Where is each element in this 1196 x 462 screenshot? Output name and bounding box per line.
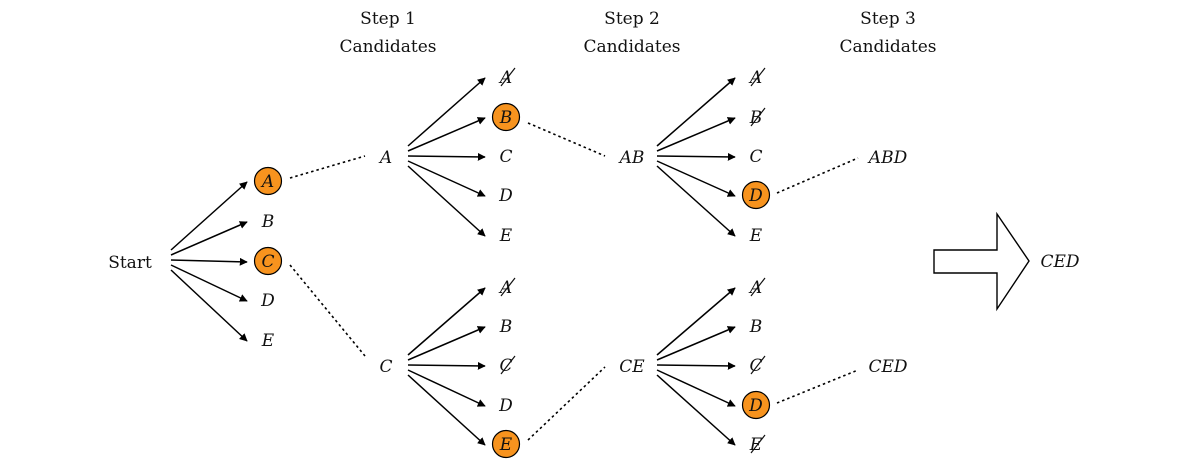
candidate-d: D [260,291,275,311]
edge-to-e [407,374,486,446]
start-label: Start [108,253,152,273]
prefix-ab-label: AB [618,148,645,168]
candidate-a: A [748,68,762,88]
edge-to-a [407,287,486,356]
strike-mark-a [500,277,516,297]
candidate-e: E [749,226,763,246]
edge-to-c [170,257,248,266]
step2-subtitle: Candidates [583,37,680,57]
step2-title: Step 2 [604,9,660,29]
edge-to-a [170,181,248,251]
candidate-b: B [749,108,763,128]
edge-to-e [656,374,736,446]
edge-to-e [407,165,486,237]
edge-to-c [656,361,736,370]
strike-mark-c [500,355,516,375]
candidate-d: D [748,396,763,416]
link-d-to-ced [776,369,859,404]
strike-mark-e [750,434,766,454]
candidate-d: D [748,186,763,206]
edge-to-a [407,77,486,147]
selected-node-a [253,166,283,196]
edge-to-a [656,287,736,356]
candidate-c: C [261,252,274,272]
candidate-e: E [749,435,763,455]
edge-to-b [656,117,736,152]
candidate-b: B [499,317,513,337]
candidate-a: A [498,68,512,88]
candidate-d: D [498,186,513,206]
edge-to-d [656,369,736,407]
step3-title: Step 3 [860,9,916,29]
candidate-c: C [499,147,512,167]
step3-header: Step 3 Candidates [839,9,936,57]
strike-mark-a [750,277,766,297]
result-arrow [933,211,1030,312]
edge-to-c [407,152,486,161]
selected-node-b [491,102,521,132]
edge-to-b [170,221,248,256]
step1-subtitle: Candidates [339,37,436,57]
edge-to-d [656,160,736,197]
edge-to-c [656,152,736,161]
edge-to-b [407,117,486,152]
edge-to-e [170,269,248,342]
prefix-a-label: A [378,148,392,168]
selected-node-e [491,429,521,459]
result-label: CED [1040,252,1079,272]
candidate-e: E [499,435,513,455]
prefix-c-label: C [379,357,392,377]
candidate-a: A [260,172,274,192]
edge-to-e [656,165,736,237]
edge-to-b [407,326,486,361]
candidate-a: A [498,278,512,298]
candidate-d: D [498,396,513,416]
link-a-to-prefix-a [289,155,366,179]
step2-header: Step 2 Candidates [583,9,680,57]
selected-node-c [253,246,283,276]
edge-to-b [656,326,736,361]
link-d-to-abd [776,157,859,194]
selected-node-d [741,390,771,420]
candidate-b: B [749,317,763,337]
candidate-b: B [499,108,513,128]
link-e-to-prefix-ce [527,366,606,441]
candidate-b: B [261,212,275,232]
link-b-to-prefix-ab [527,122,606,157]
candidate-e: E [261,331,275,351]
strike-mark-a [750,67,766,87]
candidate-e: E [499,226,513,246]
candidate-a: A [748,278,762,298]
strike-mark-b [750,107,766,127]
link-c-to-prefix-c [289,264,366,357]
step3-subtitle: Candidates [839,37,936,57]
edge-to-d [407,369,486,407]
edge-to-c [407,361,486,370]
edge-to-d [407,160,486,197]
step1-header: Step 1 Candidates [339,9,436,57]
strike-mark-a [500,67,516,87]
strike-mark-c [750,355,766,375]
prefix-ce-label: CE [619,357,645,377]
edge-to-d [170,264,248,302]
selected-node-d [741,180,771,210]
candidate-c: C [749,147,762,167]
step3-upper-label: ABD [867,148,908,168]
step1-title: Step 1 [360,9,416,29]
step3-lower-label: CED [868,357,907,377]
edge-to-a [656,77,736,147]
